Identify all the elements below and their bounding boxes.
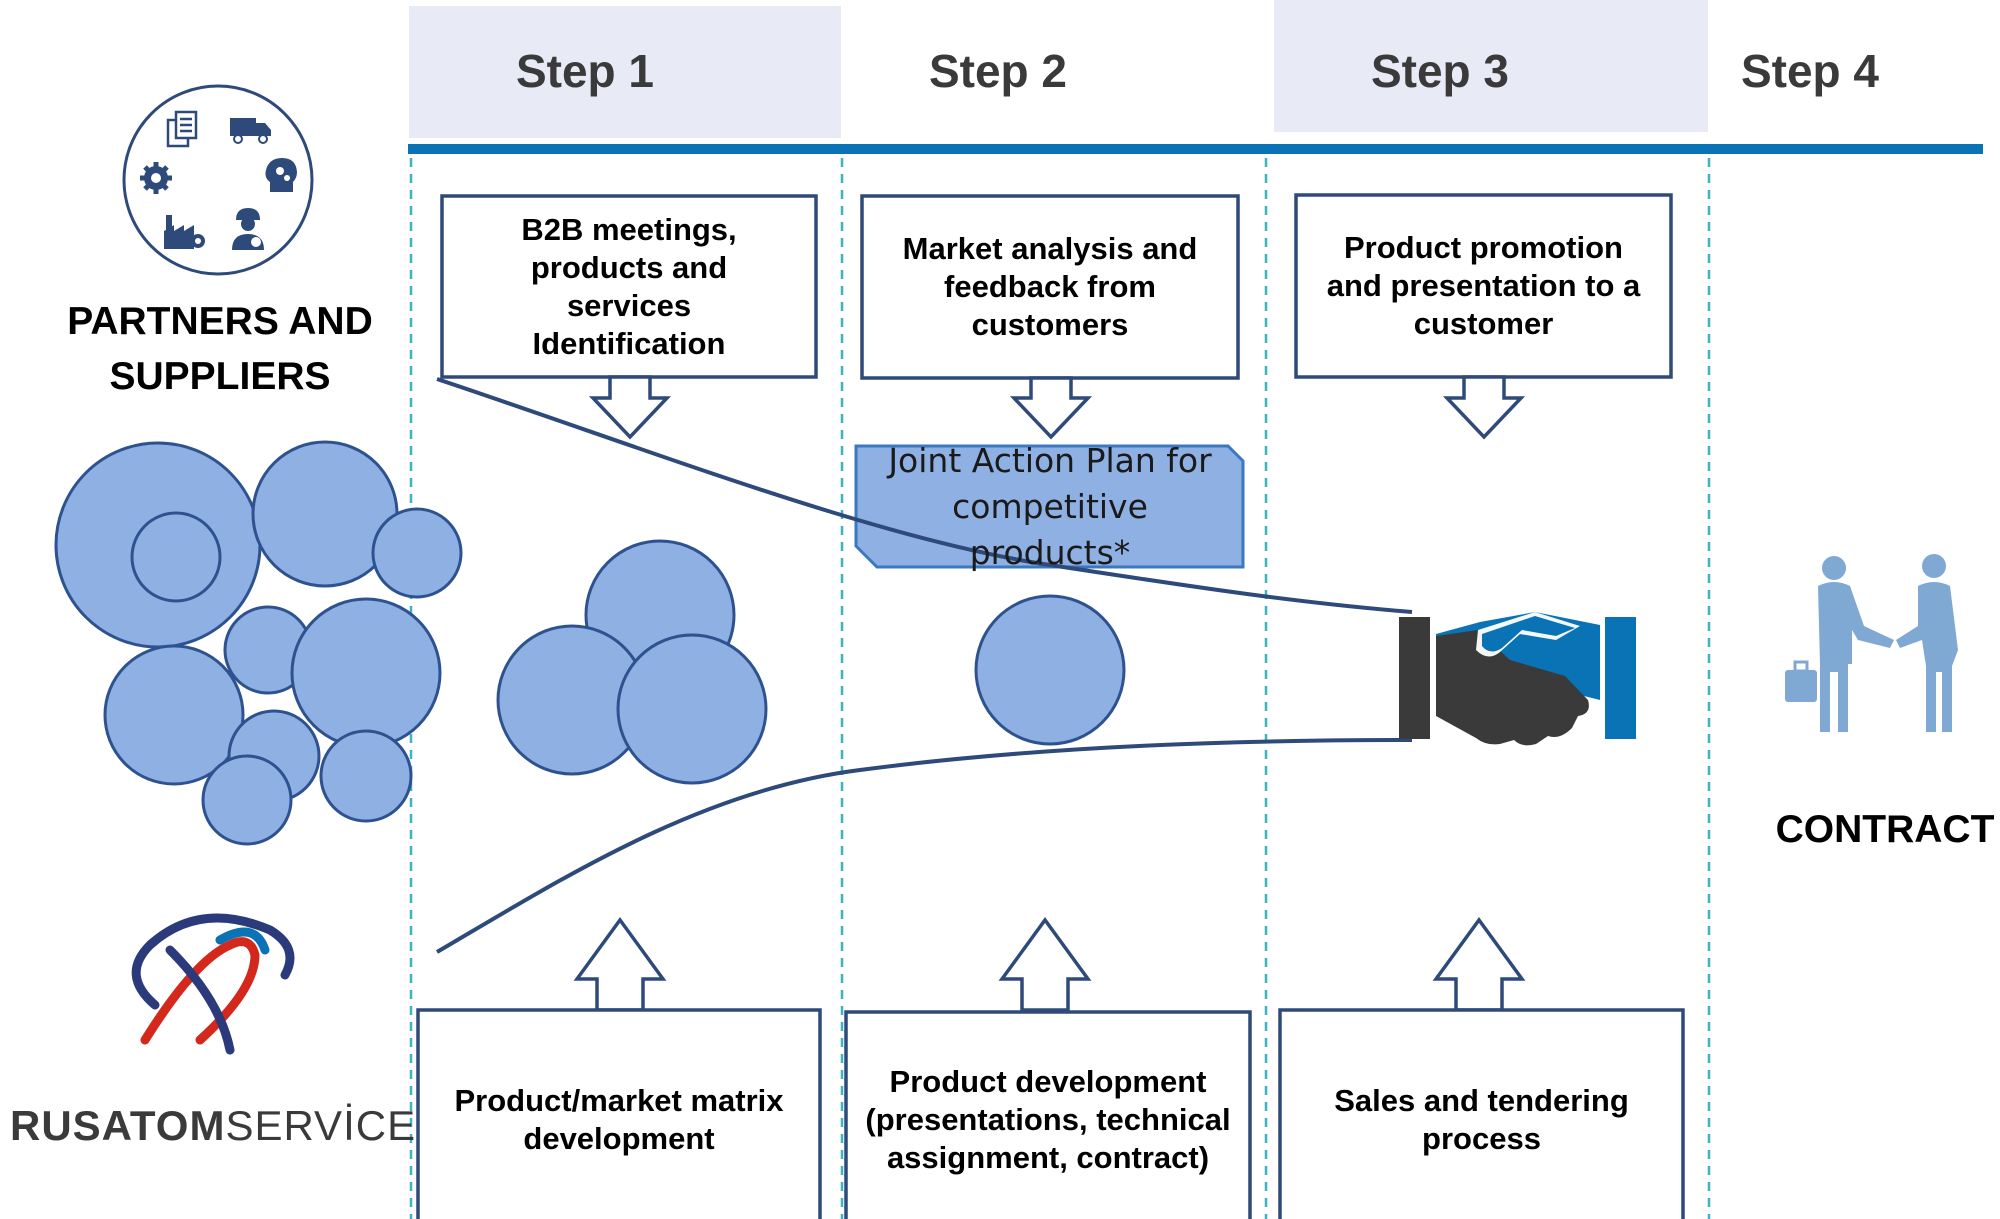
logo-text-bold: RUSATOM (10, 1102, 226, 1149)
partners-inner-ring (130, 511, 222, 603)
step-2-label: Step 2 (928, 45, 1068, 97)
delivery-truck-icon (230, 118, 271, 144)
rusatom-atom-logo (131, 913, 295, 1055)
step-1-label: Step 1 (515, 45, 655, 97)
handshake-icon (1399, 612, 1636, 746)
partners-title-line1: PARTNERS AND (67, 300, 373, 344)
top-box-3-text: Product promotion and presentation to a … (1326, 230, 1641, 341)
partners-title-line2: SUPPLIERS (109, 355, 331, 398)
up-arrows (573, 917, 1526, 1012)
step-4-label: Step 4 (1740, 45, 1880, 97)
top-box-2-text: Market analysis and feedback from custom… (902, 231, 1198, 342)
bottom-box-2-text: Product development (presentations, tech… (865, 1064, 1231, 1175)
partners-circle-cluster (54, 440, 463, 846)
step-1-circles (496, 539, 768, 785)
partners-title: PARTNERS AND SUPPLIERS (40, 290, 400, 410)
top-box-1-text: B2B meetings, products and services Iden… (521, 212, 737, 361)
documents-icon (166, 110, 198, 148)
rusatom-curve (435, 738, 1413, 954)
step-1-band (409, 6, 841, 138)
joint-action-plan-shape (854, 444, 1245, 569)
head-gears-icon (265, 158, 297, 192)
partner-curve (436, 377, 1413, 614)
step-3-label: Step 3 (1370, 45, 1510, 97)
partners-icon-circle (122, 84, 314, 276)
down-arrows (588, 375, 1526, 440)
top-box-frames (440, 193, 1673, 380)
step-3-band (1274, 0, 1708, 132)
bottom-box-1-text: Product/market matrix development (454, 1083, 784, 1156)
joint-plan-line3: products* (969, 533, 1131, 573)
gear-wrench-icon (140, 162, 172, 194)
joint-action-plan-text: Joint Action Plan for competitive produc… (858, 441, 1242, 572)
factory-icon (164, 215, 205, 249)
step-2-circle (974, 594, 1126, 746)
bottom-box-frames (416, 1008, 1685, 1219)
bottom-box-3-text: Sales and tendering process (1334, 1083, 1629, 1156)
engineer-icon (232, 208, 264, 250)
joint-plan-line1: Joint Action Plan for (888, 440, 1212, 480)
contract-label: CONTRACT (1775, 807, 1995, 851)
business-people-icon (1785, 554, 1958, 732)
joint-plan-line2: competitive (952, 486, 1148, 526)
timeline-bar (408, 144, 1983, 154)
logo-text-regular: SERVİCE (225, 1102, 417, 1149)
